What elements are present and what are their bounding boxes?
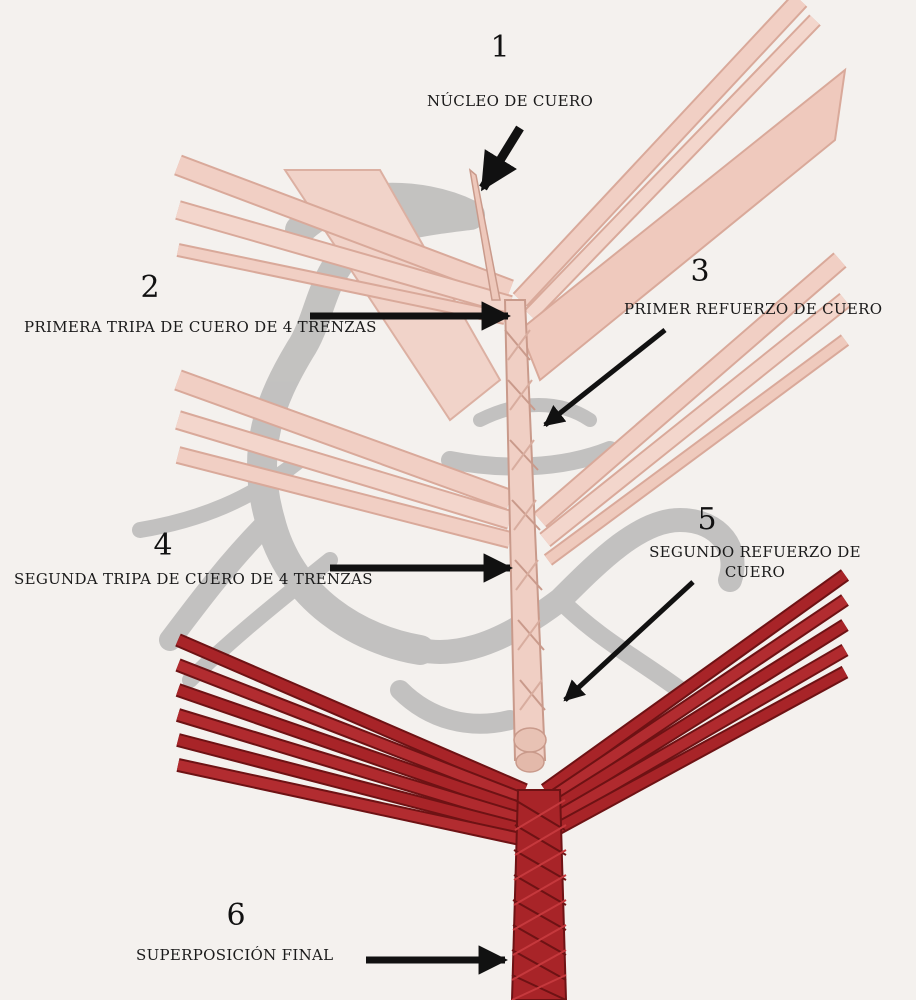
step-6-label: SUPERPOSICIÓN FINAL <box>136 946 334 964</box>
step-4-number: 4 <box>153 528 173 563</box>
raw-leather-strands-left-middle <box>174 369 514 549</box>
raw-leather-strands-left-upper <box>174 154 514 325</box>
step-5-number: 5 <box>697 502 717 537</box>
arrow-5 <box>563 580 695 702</box>
step-4-label: SEGUNDA TRIPA DE CUERO DE 4 TRENZAS <box>14 570 373 588</box>
step-2-label: PRIMERA TRIPA DE CUERO DE 4 TRENZAS <box>24 318 377 336</box>
step-5-label: SEGUNDO REFUERZO DE CUERO <box>649 543 861 581</box>
red-leather-strands-right <box>540 569 850 837</box>
braided-core <box>468 168 547 773</box>
step-6-number: 6 <box>226 898 246 933</box>
pointer-arrows <box>310 125 695 975</box>
raw-leather-strands-right-middle <box>533 252 851 566</box>
step-1-label: NÚCLEO DE CUERO <box>426 92 594 110</box>
red-leather-strands-left <box>175 633 528 847</box>
step-2-number: 2 <box>140 270 160 305</box>
arrow-1 <box>479 125 524 192</box>
step-3-label: PRIMER REFUERZO DE CUERO <box>624 300 883 318</box>
arrow-3 <box>543 328 667 427</box>
step-1-number: 1 <box>490 30 510 65</box>
red-braided-handle <box>510 789 568 1000</box>
step-3-number: 3 <box>690 254 710 289</box>
